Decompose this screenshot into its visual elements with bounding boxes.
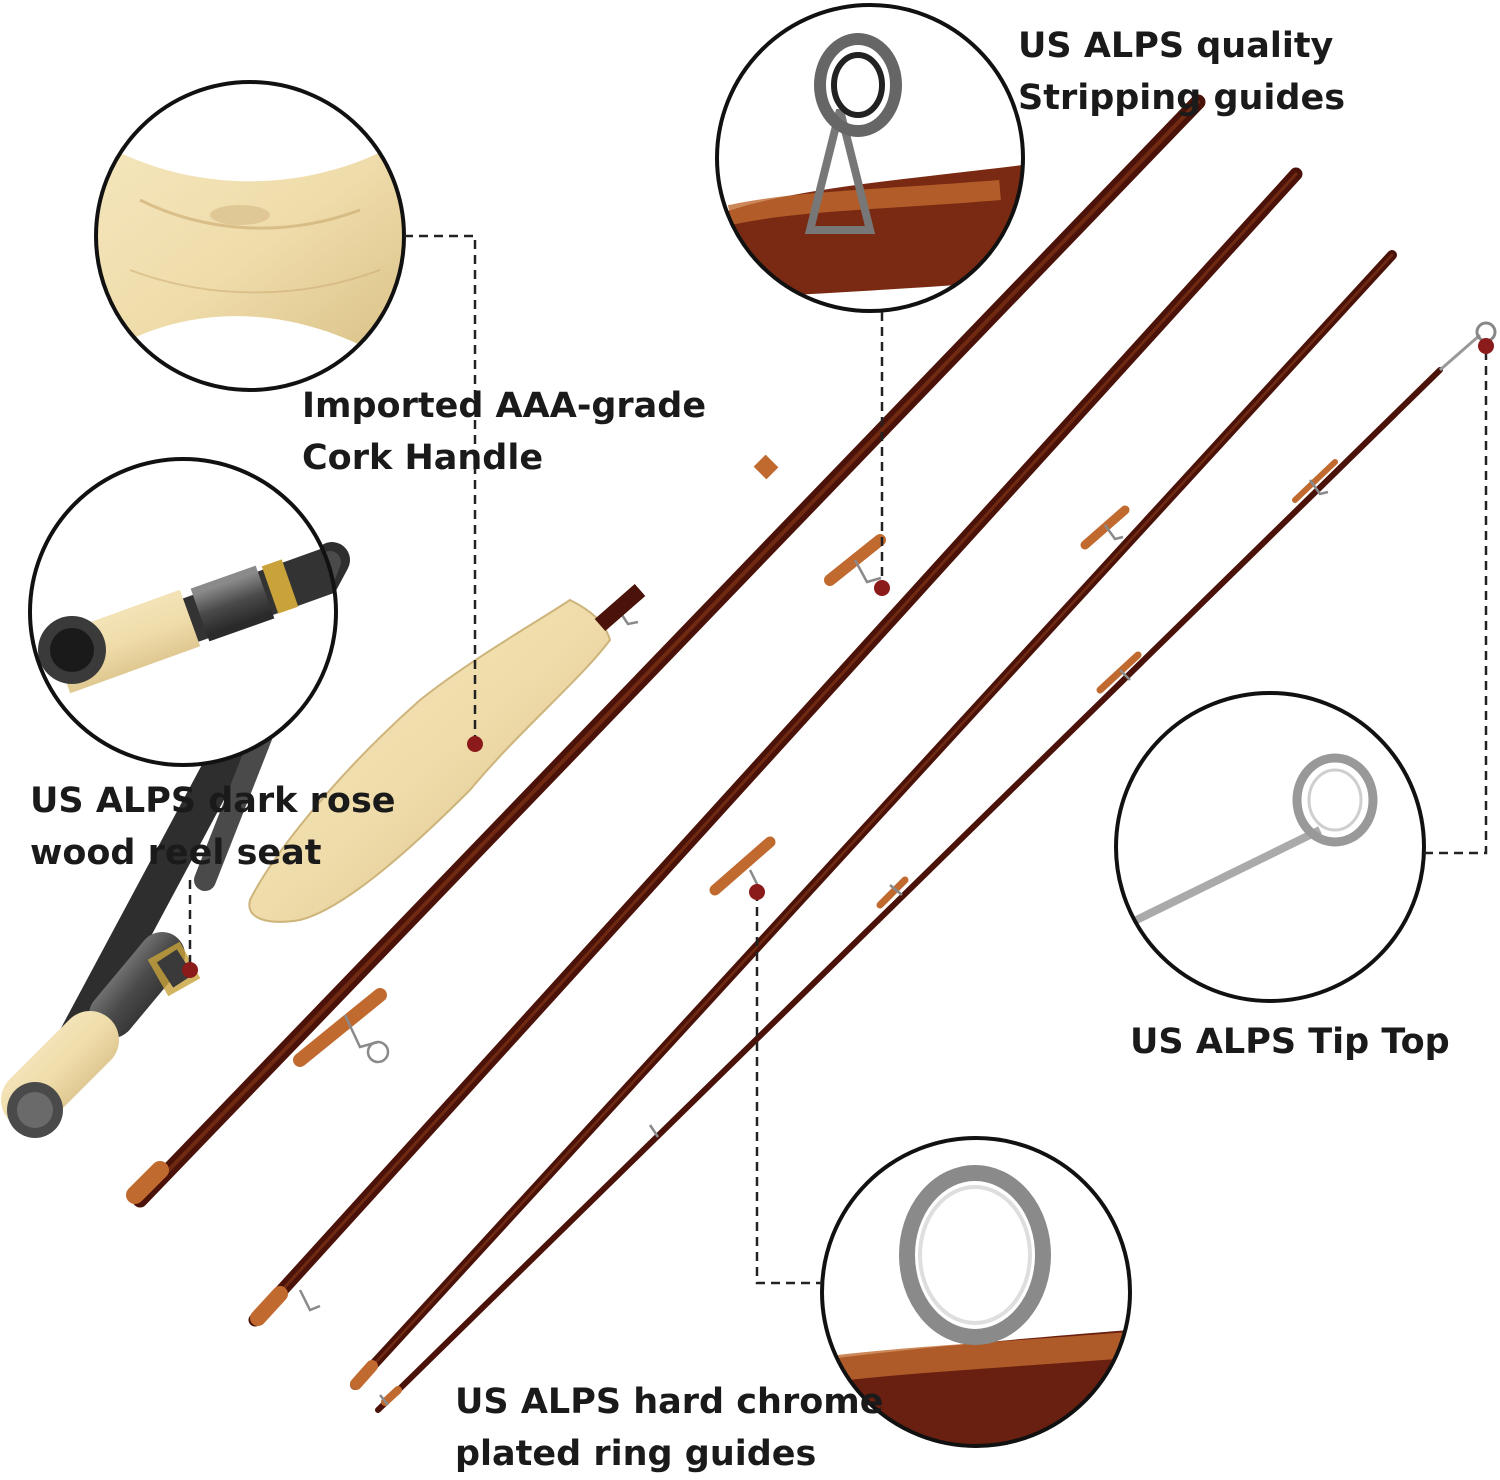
leader-cork [404,234,477,744]
marker-dot-strip [874,580,890,596]
marker-dot-reel [182,962,198,978]
callout-reel-seat-line2: wood reel seat [30,833,322,873]
callout-ring-guides-line1: US ALPS hard chrome [455,1382,884,1422]
rod-section-butt [126,94,1206,1208]
callout-reel-seat-line1: US ALPS dark rose [30,781,396,821]
reel-seat-detail-inset [28,457,338,767]
marker-dot-tip [1478,338,1494,354]
callout-tip-top: US ALPS Tip Top [1130,1016,1450,1068]
callout-cork-handle: Imported AAA-grade Cork Handle [302,380,706,484]
leader-lines [188,234,1488,1285]
marker-dot-ring [749,884,765,900]
callout-cork-handle-line2: Cork Handle [302,438,544,478]
ring-guide-detail-inset [820,1136,1132,1448]
callout-stripping-guides-line2: Stripping guides [1018,78,1346,118]
tip-top-detail-inset [1114,691,1426,1003]
callout-reel-seat: US ALPS dark rose wood reel seat [30,775,396,879]
rod-section-mid-2 [350,250,1397,1390]
callout-cork-handle-line1: Imported AAA-grade [302,386,707,426]
stripping-guide-detail-inset [715,3,1025,313]
cork-detail-inset [94,80,406,392]
rod-guides [298,479,1329,1406]
callout-stripping-guides: US ALPS quality Stripping guides [1018,20,1345,124]
callout-ring-guides-line2: plated ring guides [455,1434,817,1474]
cork-grip [248,583,646,923]
callout-tip-top-line1: US ALPS Tip Top [1130,1022,1450,1062]
callout-stripping-guides-line1: US ALPS quality [1018,26,1334,66]
marker-dots [182,338,1494,978]
leader-ring [755,892,822,1285]
leader-tip [1424,346,1488,855]
marker-dot-cork [467,736,483,752]
rod-section-tip [375,321,1497,1413]
callout-ring-guides: US ALPS hard chrome plated ring guides [455,1376,883,1480]
butt-cork [1,1011,119,1138]
